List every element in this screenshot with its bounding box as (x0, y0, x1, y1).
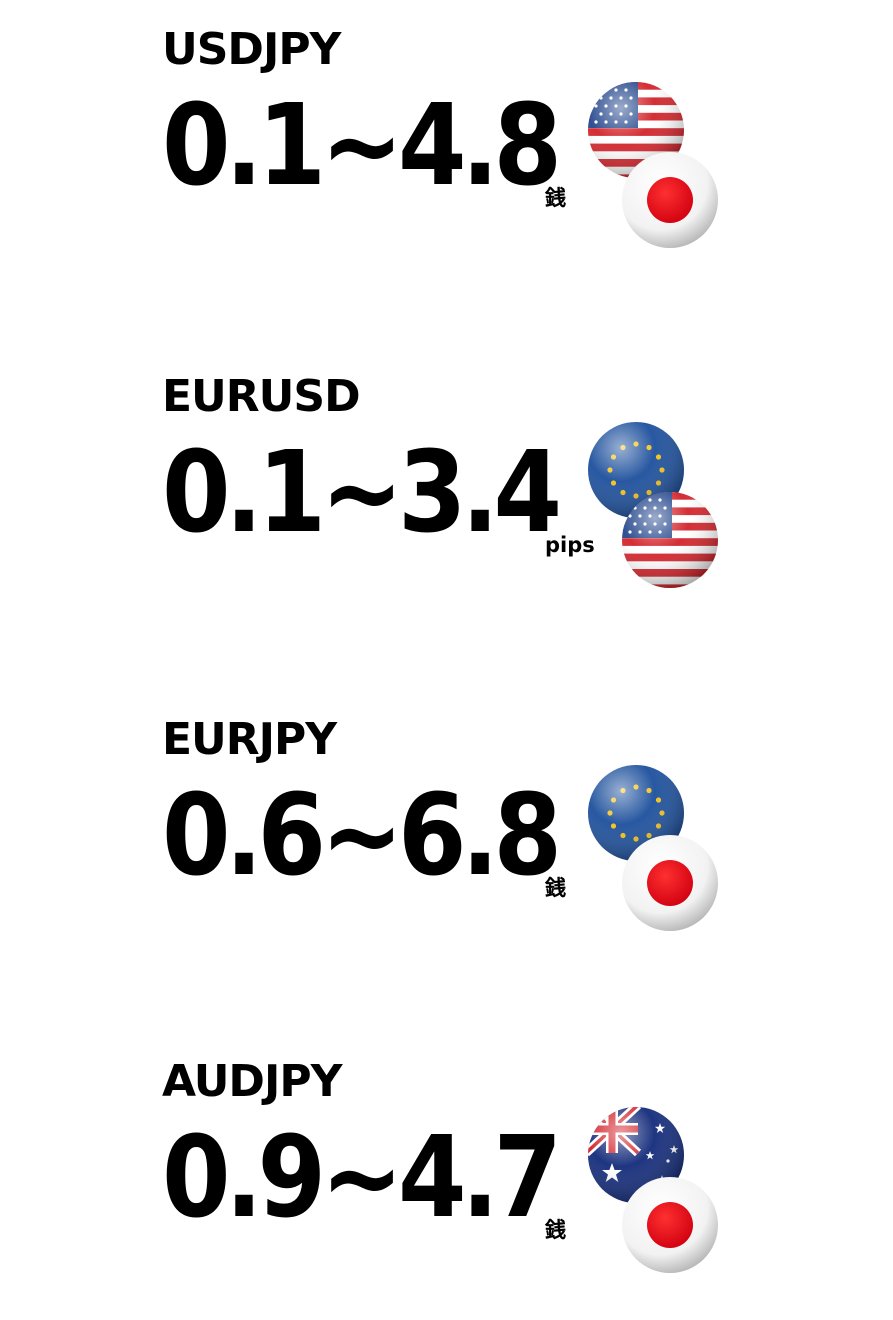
pair-name: EURJPY (162, 714, 337, 765)
japan-flag-icon (622, 152, 718, 248)
pair-name: USDJPY (162, 24, 341, 75)
spread-range: 0.6~6.8 (162, 771, 562, 901)
pair-name: AUDJPY (162, 1056, 342, 1107)
flag-group (586, 80, 720, 250)
spread-range: 0.1~4.8 (162, 81, 562, 211)
pair-block-eurjpy: EURJPY 0.6~6.8 銭 (162, 718, 782, 978)
spread-unit: 銭 (545, 876, 566, 900)
japan-flag-icon (622, 835, 718, 931)
us-flag-icon (622, 492, 718, 588)
flag-group (586, 1105, 720, 1275)
japan-flag-icon (622, 1177, 718, 1273)
australia-flag-icon (588, 1107, 684, 1203)
pair-block-audjpy: AUDJPY 0.9~4.7 銭 (162, 1060, 782, 1320)
pair-block-eurusd: EURUSD 0.1~3.4 pips (162, 375, 782, 635)
spread-range: 0.9~4.7 (162, 1113, 562, 1243)
spread-unit: 銭 (545, 1218, 566, 1242)
spread-unit: pips (545, 533, 595, 557)
flag-group (586, 420, 720, 590)
flag-group (586, 763, 720, 933)
spread-range: 0.1~3.4 (162, 428, 562, 558)
pair-block-usdjpy: USDJPY 0.1~4.8 銭 (162, 28, 782, 288)
spread-unit: 銭 (545, 186, 566, 210)
pair-name: EURUSD (162, 371, 361, 422)
